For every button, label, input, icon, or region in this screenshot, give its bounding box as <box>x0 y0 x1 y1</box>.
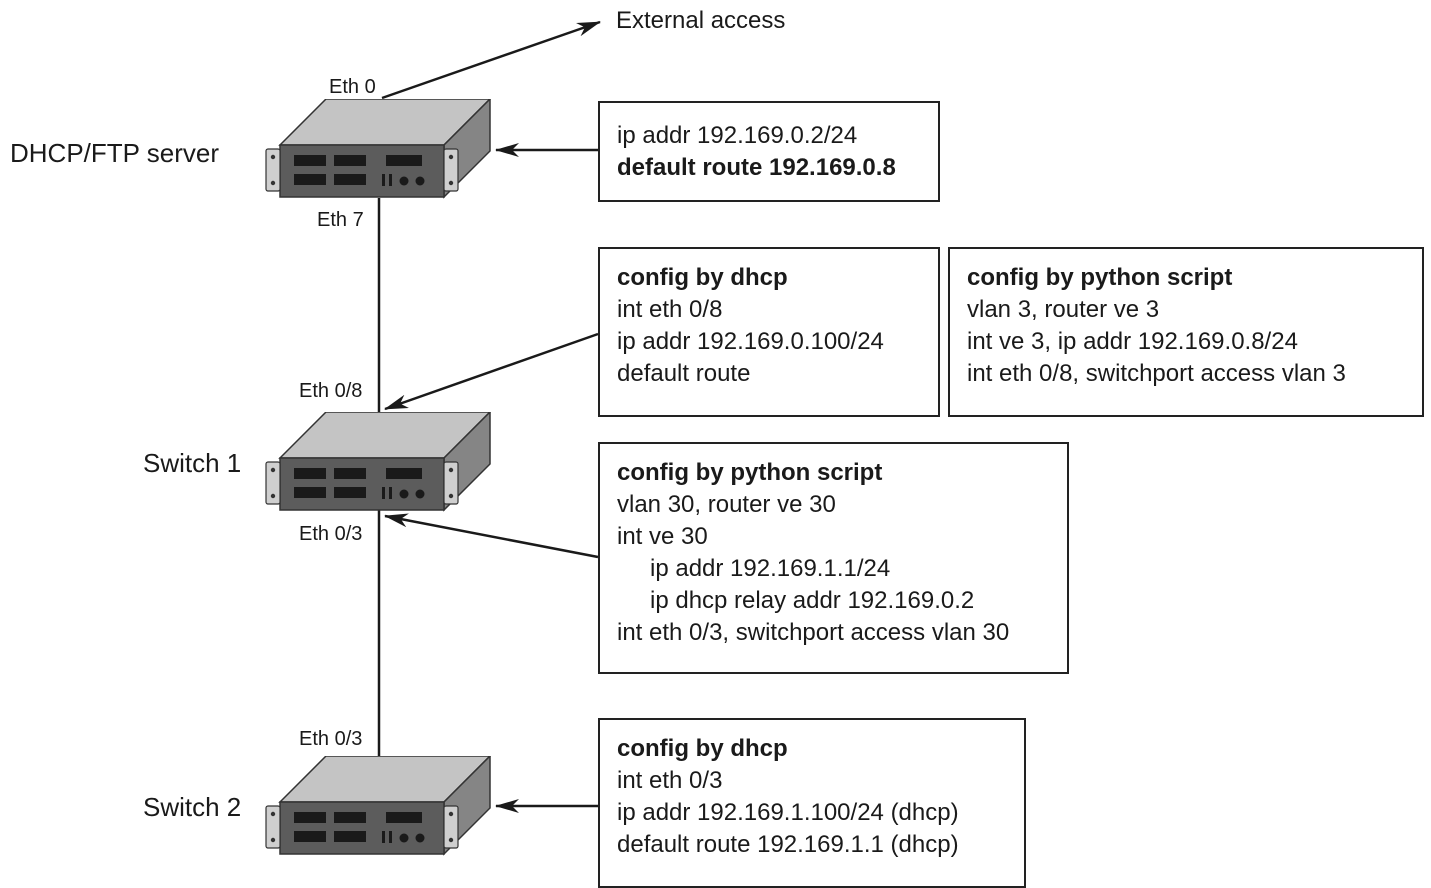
switch1-dhcp-arrow <box>384 332 599 411</box>
config-box-line: default route <box>617 360 751 387</box>
switch1-dhcp-config-box: config by dhcp int eth 0/8 ip addr 192.169… <box>598 247 940 417</box>
switch2-device-icon <box>265 756 492 856</box>
switch1-label: Switch 1 <box>143 448 242 478</box>
config-box-heading: config by dhcp <box>617 264 788 291</box>
switch2-label: Switch 2 <box>143 792 242 822</box>
config-box-line: int eth 0/8 <box>617 296 723 323</box>
external-access-label: External access <box>616 7 786 34</box>
config-box-line: int ve 30 <box>617 523 708 550</box>
config-box-line: default route 192.169.1.1 (dhcp) <box>617 831 959 858</box>
switch1-python-arrow <box>384 513 599 559</box>
config-box-line: int eth 0/3, switchport access vlan 30 <box>617 619 1010 646</box>
config-box-heading: config by python script <box>617 459 883 486</box>
config-box-line: int eth 0/3 <box>617 767 723 794</box>
config-box-heading: config by python script <box>967 264 1233 291</box>
switch1-python-config-box: config by python script vlan 3, router ve… <box>948 247 1424 417</box>
switch2-dhcp-config-box: config by dhcp int eth 0/3 ip addr 192.169… <box>598 718 1026 888</box>
config-box-line: int eth 0/8, switchport access vlan 3 <box>967 360 1346 387</box>
config-box-line: vlan 30, router ve 30 <box>617 491 836 518</box>
config-box-line: ip dhcp relay addr 192.169.0.2 <box>650 587 975 614</box>
switch1-port-bottom-label: Eth 0/3 <box>299 523 363 545</box>
config-box-heading: config by dhcp <box>617 735 788 762</box>
server-port-bottom-label: Eth 7 <box>317 209 364 231</box>
config-box-heading: default route 192.169.0.8 <box>617 154 896 181</box>
config-box-line: vlan 3, router ve 3 <box>967 296 1160 323</box>
switch1-python-vlan30-box: config by python script vlan 30, router v… <box>598 442 1069 674</box>
switch2-port-top-label: Eth 0/3 <box>299 728 363 750</box>
switch1-port-top-label: Eth 0/8 <box>299 380 363 402</box>
external-access-arrow <box>381 20 601 100</box>
server-device-icon <box>265 99 492 199</box>
config-box-line: ip addr 192.169.0.2/24 <box>617 122 858 149</box>
switch1-device-icon <box>265 412 492 512</box>
config-box-line: ip addr 192.169.0.100/24 <box>617 328 884 355</box>
server-config-box: ip addr 192.169.0.2/24 default route 192.… <box>598 101 940 202</box>
config-box-line: ip addr 192.169.1.1/24 <box>650 555 891 582</box>
server-port-top-label: Eth 0 <box>329 76 376 98</box>
server-label: DHCP/FTP server <box>10 138 219 168</box>
config-box-line: int ve 3, ip addr 192.169.0.8/24 <box>967 328 1298 355</box>
config-box-line: ip addr 192.169.1.100/24 (dhcp) <box>617 799 959 826</box>
